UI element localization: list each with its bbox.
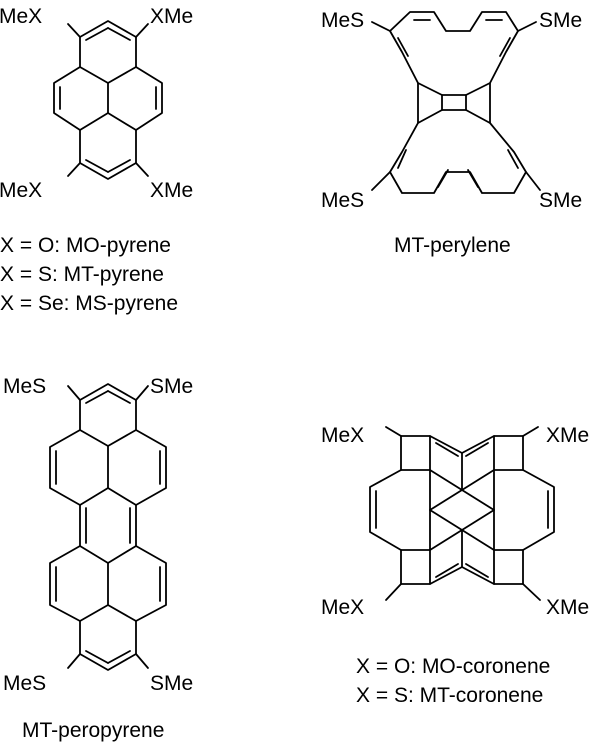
perylene-substituent-bottom-right: SMe: [539, 189, 582, 212]
pyrene-caption-line-1: X = O: MO-pyrene: [0, 234, 171, 257]
pyrene-structure: MeX XMe MeX XMe X = O: MO-pyrene X = S: …: [0, 5, 193, 315]
coronene-substituent-top-left: MeX: [321, 424, 364, 447]
perylene-substituent-bottom-left: MeS: [321, 189, 364, 212]
pyrene-substituent-bottom-right: XMe: [150, 179, 193, 202]
peropyrene-structure: MeS SMe MeS SMe MT-peropyrene: [3, 375, 193, 742]
peropyrene-bonds: [49, 383, 167, 671]
coronene-bonds: [369, 426, 555, 601]
coronene-substituent-bottom-left: MeX: [321, 596, 364, 619]
pyrene-caption-line-3: X = Se: MS-pyrene: [0, 292, 178, 315]
perylene-caption: MT-perylene: [394, 234, 511, 257]
peropyrene-substituent-bottom-right: SMe: [150, 672, 193, 695]
peropyrene-caption: MT-peropyrene: [22, 719, 164, 742]
perylene-substituent-top-right: SMe: [539, 9, 582, 32]
coronene-substituent-bottom-right: XMe: [546, 596, 589, 619]
pyrene-substituent-bottom-left: MeX: [0, 179, 42, 202]
coronene-structure: MeX XMe MeX XMe X = O: MO-coronene X = S…: [321, 424, 589, 707]
peropyrene-substituent-top-right: SMe: [150, 375, 193, 398]
pyrene-caption-line-2: X = S: MT-pyrene: [0, 263, 164, 286]
perylene-bonds: [371, 11, 541, 194]
coronene-caption-line-2: X = S: MT-coronene: [356, 684, 543, 707]
pyrene-substituent-top-right: XMe: [150, 5, 193, 28]
coronene-substituent-top-right: XMe: [546, 424, 589, 447]
perylene-structure: MeS SMe MeS SMe MT-perylene: [321, 9, 582, 257]
peropyrene-substituent-top-left: MeS: [3, 375, 46, 398]
peropyrene-substituent-bottom-left: MeS: [3, 672, 46, 695]
coronene-caption-line-1: X = O: MO-coronene: [356, 655, 550, 678]
pyrene-bonds: [53, 20, 163, 180]
perylene-substituent-top-left: MeS: [321, 9, 364, 32]
pyrene-substituent-top-left: MeX: [0, 5, 42, 28]
